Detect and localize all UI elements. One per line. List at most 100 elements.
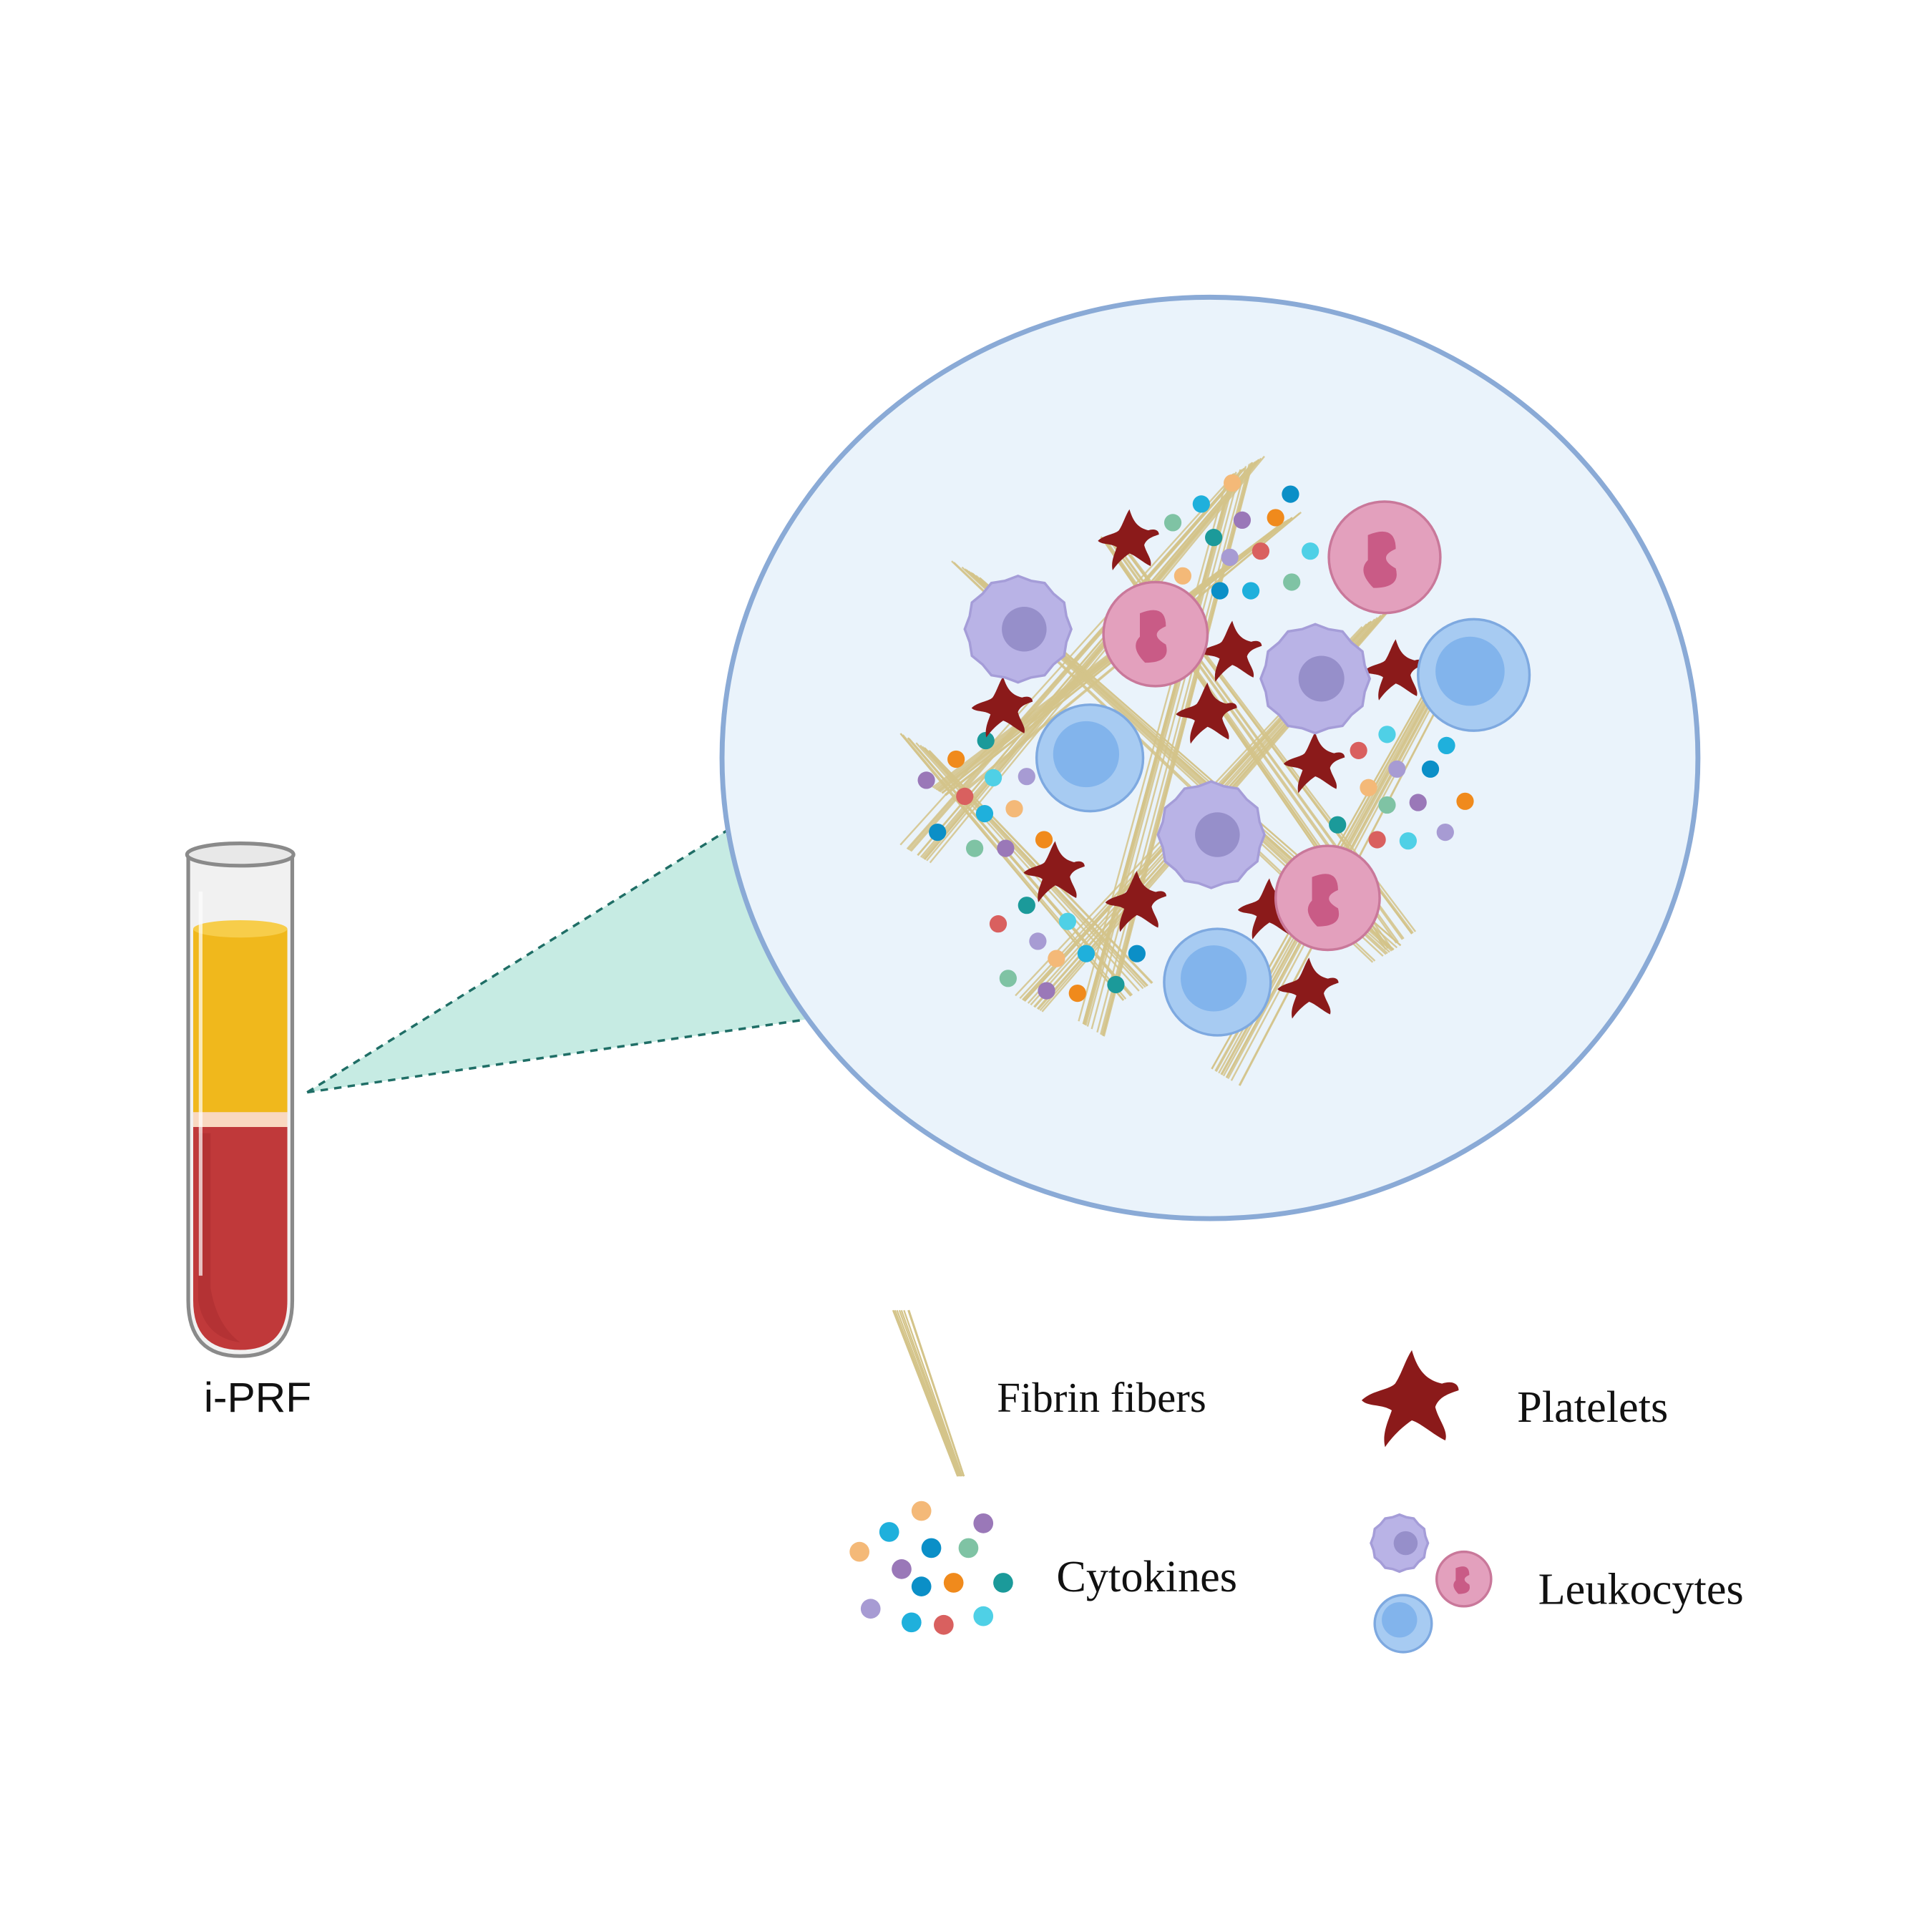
neutrophil-nucleus bbox=[1363, 531, 1397, 588]
cytokine-dot bbox=[973, 1513, 994, 1533]
cytokine-dot bbox=[917, 771, 935, 789]
lymphocyte-nucleus bbox=[1181, 945, 1247, 1012]
zoom-line-bottom bbox=[306, 1018, 808, 1094]
monocyte bbox=[1259, 623, 1372, 735]
lymphocyte-nucleus bbox=[1053, 721, 1120, 788]
platelet bbox=[1098, 509, 1159, 571]
cytokine-dot bbox=[966, 839, 984, 857]
fibrin-fiber bbox=[898, 1309, 961, 1477]
cytokine-dot bbox=[1029, 932, 1047, 950]
cytokine-dot bbox=[1438, 736, 1455, 755]
cytokine-dot bbox=[1174, 567, 1191, 585]
fibrin-fiber bbox=[922, 746, 1146, 988]
platelet-shape bbox=[1200, 620, 1262, 682]
fibrin-fiber bbox=[915, 742, 1140, 992]
cytokine-dot bbox=[1421, 760, 1440, 778]
cytokine-dot bbox=[1128, 945, 1146, 962]
cytokine-dot bbox=[1436, 823, 1454, 841]
cytokine-dot bbox=[1378, 726, 1396, 743]
cytokine-dot bbox=[1005, 800, 1023, 818]
monocyte-nucleus bbox=[1195, 812, 1240, 857]
platelet-shape bbox=[1277, 957, 1339, 1019]
fibrin-fiber bbox=[900, 1309, 962, 1477]
legend-platelets-label: Platelets bbox=[1517, 1382, 1668, 1432]
cytokine-dot bbox=[1399, 832, 1417, 850]
fibrin-fiber bbox=[919, 744, 1144, 990]
platelet bbox=[1277, 957, 1339, 1019]
test-tube bbox=[185, 841, 296, 1358]
platelet-shape bbox=[1105, 871, 1167, 932]
cytokine-dot bbox=[973, 1606, 994, 1626]
platelet bbox=[1361, 1350, 1459, 1448]
cytokine-dot bbox=[1048, 950, 1065, 967]
cytokine-dot bbox=[943, 1573, 964, 1593]
cytokine-dot bbox=[1409, 794, 1427, 811]
neutrophil bbox=[1435, 1550, 1493, 1608]
cytokine-dot bbox=[1211, 582, 1229, 600]
cytokine-dot bbox=[1038, 982, 1055, 1000]
fibrin-fiber bbox=[929, 455, 1265, 864]
cytokine-dot bbox=[1378, 796, 1396, 814]
cytokine-dot bbox=[975, 805, 994, 823]
platelet bbox=[1105, 871, 1167, 932]
monocyte-nucleus bbox=[1393, 1531, 1418, 1556]
platelet-shape bbox=[1176, 683, 1237, 744]
cytokine-dot bbox=[860, 1599, 881, 1619]
red-blood-layer bbox=[193, 1127, 288, 1350]
leukocytes-icon bbox=[1370, 1513, 1493, 1654]
fibrin-fibers-icon bbox=[892, 1309, 965, 1477]
neutrophil-nucleus bbox=[1136, 610, 1167, 663]
cytokine-dot bbox=[1192, 495, 1210, 513]
cytokine-dot bbox=[1035, 831, 1053, 849]
monocyte bbox=[1156, 780, 1266, 889]
magnified-view-circle bbox=[719, 294, 1701, 1221]
platelet bbox=[1023, 841, 1085, 902]
fibrin-fiber bbox=[892, 1309, 959, 1477]
cytokine-dot bbox=[879, 1522, 899, 1542]
platelet-shape bbox=[1098, 509, 1159, 571]
platelet-shape bbox=[1023, 841, 1085, 902]
zoom-cone bbox=[307, 829, 808, 1093]
cytokine-dot bbox=[1221, 548, 1239, 566]
cytokine-dot bbox=[1224, 474, 1241, 492]
lymphocyte bbox=[1373, 1594, 1433, 1654]
fibrin-fiber bbox=[924, 459, 1260, 860]
cytokine-dot bbox=[1252, 542, 1270, 560]
zoom-line-top bbox=[306, 829, 729, 1094]
cytokine-dot bbox=[1163, 514, 1182, 532]
cytokine-dot bbox=[993, 1573, 1013, 1593]
cytokine-dot bbox=[1282, 485, 1299, 503]
lymphocyte bbox=[1035, 703, 1145, 813]
neutrophil-nucleus bbox=[1453, 1566, 1470, 1594]
platelet-icon bbox=[1361, 1350, 1459, 1448]
cytokine-dot bbox=[1368, 831, 1386, 849]
neutrophil bbox=[1274, 844, 1381, 952]
cytokine-dot bbox=[999, 970, 1017, 987]
legend-cytokines-label: Cytokines bbox=[1056, 1552, 1237, 1601]
fibrin-fiber bbox=[1096, 466, 1247, 1033]
cytokine-dot bbox=[1241, 582, 1260, 600]
cytokine-dot bbox=[1233, 511, 1252, 530]
cytokine-dot bbox=[984, 769, 1002, 787]
cytokine-dot bbox=[1205, 529, 1223, 547]
cytokine-dot bbox=[921, 1538, 942, 1558]
cytokine-dot bbox=[989, 915, 1008, 933]
cytokine-dot bbox=[1107, 975, 1125, 994]
platelet bbox=[971, 676, 1033, 738]
fibrin-fiber bbox=[1086, 472, 1237, 1027]
platelet-shape bbox=[1364, 639, 1425, 701]
buffy-coat-layer bbox=[193, 1112, 288, 1127]
tube-rim bbox=[185, 841, 296, 868]
cytokine-dot bbox=[902, 1612, 922, 1633]
legend: Fibrin fibers Platelets Cytokines Leukoc… bbox=[849, 1309, 1744, 1654]
cytokine-dot bbox=[956, 787, 974, 805]
fibrin-fiber bbox=[896, 1309, 960, 1477]
fibrin-fiber bbox=[919, 461, 1257, 858]
platelet-shape bbox=[971, 676, 1033, 738]
platelet bbox=[1364, 639, 1425, 701]
platelet bbox=[1200, 620, 1262, 682]
platelet-shape bbox=[1361, 1350, 1459, 1448]
platelet bbox=[1283, 732, 1345, 794]
lymphocyte-nucleus bbox=[1382, 1602, 1418, 1638]
monocyte bbox=[1370, 1513, 1430, 1574]
